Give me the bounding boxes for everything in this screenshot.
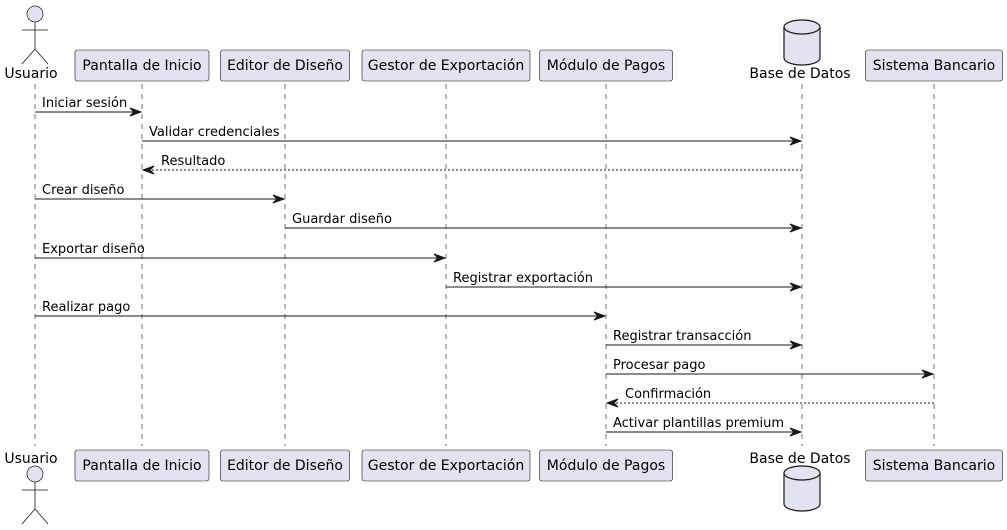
participant-label-top-pagos: Módulo de Pagos bbox=[547, 58, 665, 74]
message-label: Registrar exportación bbox=[453, 271, 593, 286]
actor-leg-right bbox=[34, 508, 49, 525]
arrowhead-icon bbox=[789, 340, 803, 350]
participant-label-bottom-editor: Editor de Diseño bbox=[227, 458, 343, 474]
participant-box-top-export: Gestor de Exportación bbox=[361, 49, 531, 82]
database-icon bbox=[783, 473, 821, 512]
participant-box-top-inicio: Pantalla de Inicio bbox=[74, 49, 210, 82]
arrowhead-icon bbox=[789, 427, 803, 437]
lifelines bbox=[34, 84, 935, 446]
participant-box-top-editor: Editor de Diseño bbox=[220, 49, 350, 82]
message-1: Iniciar sesión bbox=[35, 96, 143, 117]
message-3: Resultado bbox=[141, 154, 802, 175]
message-5: Guardar diseño bbox=[285, 212, 803, 233]
participant-label-bottom-bd: Base de Datos bbox=[749, 451, 850, 467]
message-10: Procesar pago bbox=[606, 358, 935, 379]
participant-box-bottom-export: Gestor de Exportación bbox=[361, 449, 531, 482]
message-label: Registrar transacción bbox=[613, 329, 751, 344]
participant-label-top-usuario: Usuario bbox=[4, 66, 57, 82]
message-label: Realizar pago bbox=[42, 300, 130, 315]
message-label: Crear diseño bbox=[42, 183, 124, 198]
message-label: Activar plantillas premium bbox=[613, 416, 784, 431]
actor-head-icon bbox=[26, 465, 44, 483]
arrowhead-icon bbox=[272, 194, 286, 204]
participant-rect bbox=[220, 449, 350, 482]
arrowhead-icon bbox=[789, 136, 803, 146]
database-top bbox=[783, 465, 821, 481]
participant-label-top-inicio: Pantalla de Inicio bbox=[82, 58, 201, 74]
message-label: Procesar pago bbox=[613, 358, 705, 373]
message-label: Resultado bbox=[161, 154, 225, 169]
participant-rect bbox=[74, 49, 210, 82]
participant-box-top-banco: Sistema Bancario bbox=[865, 49, 1003, 82]
participant-rect bbox=[74, 449, 210, 482]
database-icon bbox=[783, 27, 821, 66]
participant-rect bbox=[865, 49, 1003, 82]
message-7: Registrar exportación bbox=[446, 271, 803, 292]
message-12: Activar plantillas premium bbox=[606, 416, 803, 437]
message-6: Exportar diseño bbox=[35, 242, 447, 263]
participant-label-bottom-banco: Sistema Bancario bbox=[873, 458, 995, 474]
database-top-bd: Base de Datos bbox=[749, 19, 851, 82]
participant-label-bottom-pagos: Módulo de Pagos bbox=[547, 458, 665, 474]
participant-box-bottom-pagos: Módulo de Pagos bbox=[539, 449, 673, 482]
actor-leg-right bbox=[34, 48, 49, 65]
actor-head-icon bbox=[26, 5, 44, 23]
participant-label-top-export: Gestor de Exportación bbox=[368, 58, 524, 74]
message-label: Exportar diseño bbox=[42, 242, 145, 257]
arrowhead-icon bbox=[129, 107, 143, 117]
participant-box-bottom-editor: Editor de Diseño bbox=[220, 449, 350, 482]
arrowhead-icon bbox=[605, 398, 619, 408]
participant-box-bottom-inicio: Pantalla de Inicio bbox=[74, 449, 210, 482]
database-top bbox=[783, 19, 821, 35]
actor-leg-left bbox=[21, 508, 36, 525]
participant-label-bottom-export: Gestor de Exportación bbox=[368, 458, 524, 474]
participant-rect bbox=[865, 449, 1003, 482]
message-label: Iniciar sesión bbox=[42, 96, 127, 111]
message-9: Registrar transacción bbox=[606, 329, 803, 350]
actor-bottom-usuario: Usuario bbox=[4, 451, 58, 525]
participant-box-bottom-banco: Sistema Bancario bbox=[865, 449, 1003, 482]
arrowhead-icon bbox=[789, 282, 803, 292]
participant-rect bbox=[361, 49, 531, 82]
message-label: Confirmación bbox=[625, 387, 711, 402]
participant-label-top-editor: Editor de Diseño bbox=[227, 58, 343, 74]
message-4: Crear diseño bbox=[35, 183, 286, 204]
message-11: Confirmación bbox=[605, 387, 934, 408]
actor-leg-left bbox=[21, 48, 36, 65]
participant-box-top-pagos: Módulo de Pagos bbox=[539, 49, 673, 82]
participant-label-bottom-usuario: Usuario bbox=[4, 451, 57, 467]
arrowhead-icon bbox=[141, 165, 155, 175]
actor-top-usuario: Usuario bbox=[4, 5, 58, 82]
participant-rect bbox=[220, 49, 350, 82]
participant-rect bbox=[361, 449, 531, 482]
message-label: Guardar diseño bbox=[292, 212, 392, 227]
arrowhead-icon bbox=[593, 311, 607, 321]
message-2: Validar credenciales bbox=[142, 125, 803, 146]
message-label: Validar credenciales bbox=[149, 125, 280, 140]
message-8: Realizar pago bbox=[35, 300, 607, 321]
database-bottom-bd: Base de Datos bbox=[749, 451, 851, 512]
arrowhead-icon bbox=[433, 253, 447, 263]
arrowhead-icon bbox=[789, 223, 803, 233]
participant-rect bbox=[539, 49, 673, 82]
arrowhead-icon bbox=[921, 369, 935, 379]
participant-rect bbox=[539, 449, 673, 482]
participant-label-top-banco: Sistema Bancario bbox=[873, 58, 995, 74]
participant-label-top-bd: Base de Datos bbox=[749, 66, 850, 82]
participant-label-bottom-inicio: Pantalla de Inicio bbox=[82, 458, 201, 474]
